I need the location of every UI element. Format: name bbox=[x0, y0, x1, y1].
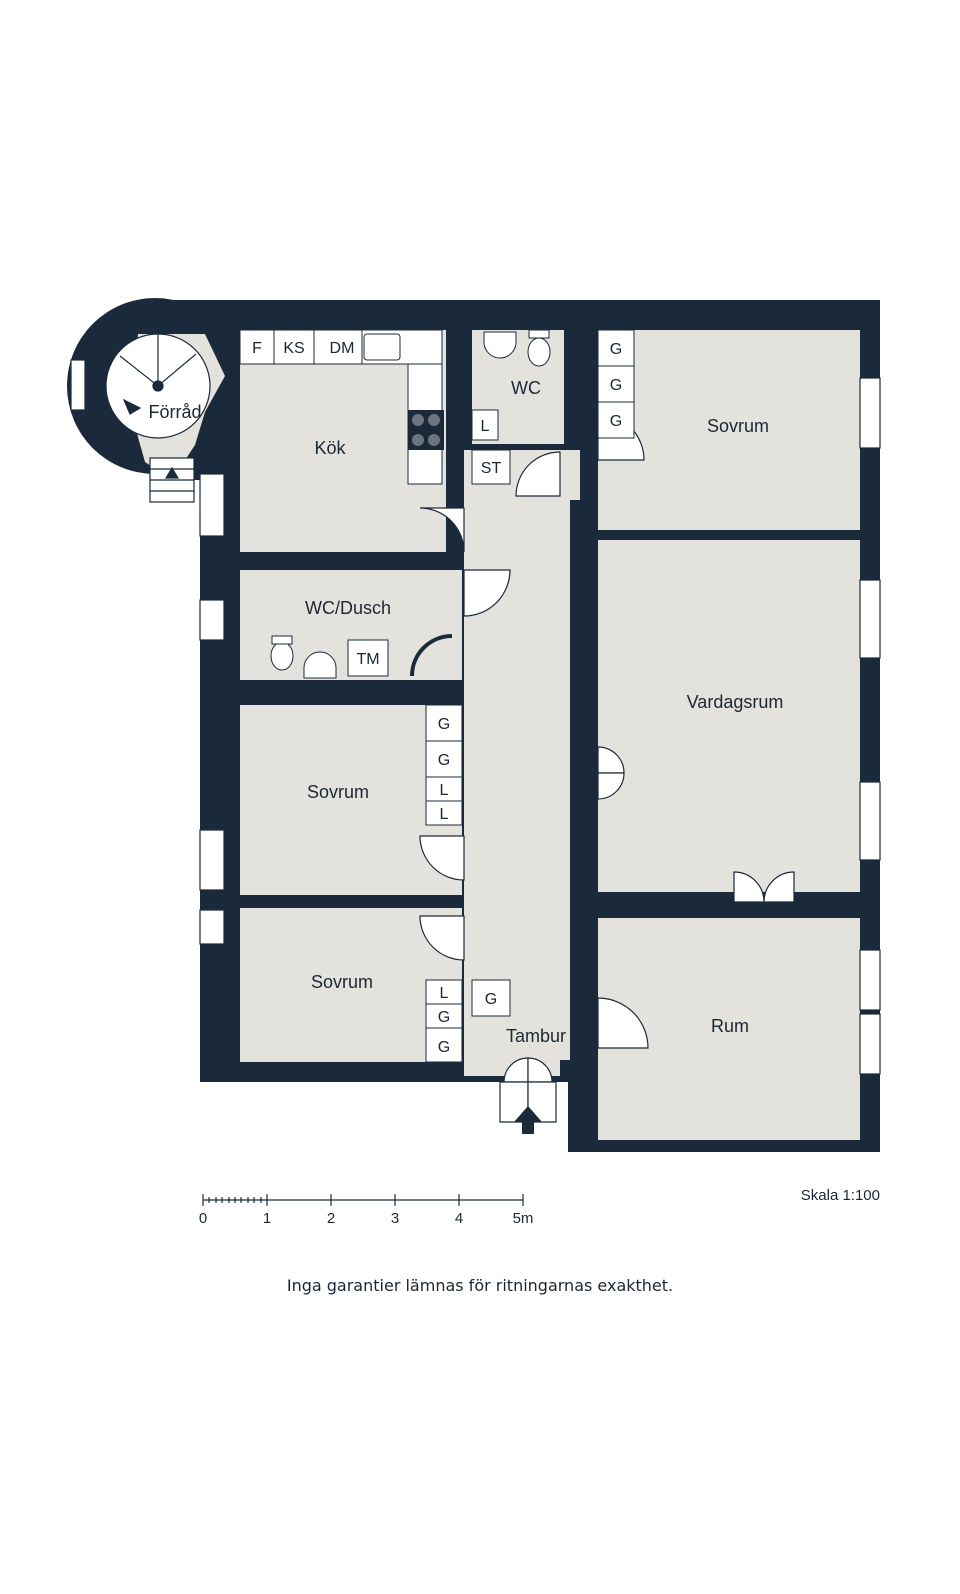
fixture-label-l: L bbox=[481, 418, 490, 435]
door-swing bbox=[515, 451, 561, 497]
scale-tick-3: 3 bbox=[391, 1210, 399, 1227]
shower-curtain bbox=[410, 634, 453, 677]
room-label-kok: Kök bbox=[314, 438, 346, 458]
window bbox=[859, 1013, 881, 1075]
room-label-sovrum-sw: Sovrum bbox=[311, 972, 373, 992]
room-label-sovrum-mid: Sovrum bbox=[307, 782, 369, 802]
door-swing bbox=[597, 997, 649, 1049]
door-swing bbox=[419, 507, 465, 553]
door-swing bbox=[597, 746, 625, 774]
room-label-rum: Rum bbox=[711, 1016, 749, 1036]
room-label-wc-dusch: WC/Dusch bbox=[305, 598, 391, 618]
door-swing bbox=[419, 915, 465, 961]
fixture-label-g: G bbox=[610, 413, 622, 430]
window bbox=[199, 599, 225, 641]
toilet-icon bbox=[270, 329, 551, 671]
fixture-label-st: ST bbox=[481, 460, 502, 477]
fixture-label-dm: DM bbox=[330, 340, 355, 357]
entrance-arrow-icon bbox=[514, 1106, 542, 1134]
room-label-forrad: Förråd bbox=[148, 402, 201, 422]
scale-tick-1: 1 bbox=[263, 1210, 271, 1227]
window bbox=[859, 949, 881, 1011]
window bbox=[199, 473, 225, 537]
room-label-tambur: Tambur bbox=[506, 1026, 566, 1046]
door-swing bbox=[597, 772, 625, 800]
fixture-label-f: F bbox=[252, 340, 262, 357]
fixture-label-g: G bbox=[610, 341, 622, 358]
room-label-wc: WC bbox=[511, 378, 541, 398]
door-swing bbox=[419, 835, 465, 881]
fixture-label-l: L bbox=[440, 985, 449, 1002]
scale-tick-0: 0 bbox=[199, 1210, 207, 1227]
scale-tick-2: 2 bbox=[327, 1210, 335, 1227]
fixture-label-l: L bbox=[440, 806, 449, 823]
fixture-label-tm: TM bbox=[356, 651, 379, 668]
door-swing bbox=[763, 871, 795, 903]
scale-bar bbox=[202, 1194, 524, 1206]
scale-label: Skala 1:100 bbox=[801, 1187, 880, 1204]
window bbox=[859, 579, 881, 659]
fixture-boxes bbox=[239, 329, 401, 365]
fixture-label-g: G bbox=[610, 377, 622, 394]
room-label-sovrum-ne: Sovrum bbox=[707, 416, 769, 436]
stove-icon bbox=[408, 410, 444, 450]
window bbox=[859, 377, 881, 449]
sink-icon bbox=[303, 331, 517, 679]
fixture-label-g: G bbox=[438, 1039, 450, 1056]
window bbox=[199, 829, 225, 891]
spiral-stair-icon bbox=[105, 333, 211, 439]
scale-tick-5m: 5m bbox=[513, 1210, 534, 1227]
fixture-label-l: L bbox=[440, 782, 449, 799]
fixture-label-g: G bbox=[438, 716, 450, 733]
door-swing bbox=[463, 569, 511, 617]
scale-tick-4: 4 bbox=[455, 1210, 463, 1227]
window bbox=[859, 781, 881, 861]
door-swing bbox=[503, 1057, 529, 1083]
room-label-vardagsrum: Vardagsrum bbox=[687, 692, 784, 712]
window bbox=[199, 909, 225, 945]
fixture-label-g: G bbox=[485, 991, 497, 1008]
floors bbox=[132, 330, 860, 1140]
disclaimer-text: Inga garantier lämnas för ritningarnas e… bbox=[286, 1276, 674, 1295]
door-swing bbox=[527, 1057, 553, 1083]
window bbox=[70, 359, 86, 411]
windows bbox=[70, 359, 881, 1075]
fixture-label-g: G bbox=[438, 1009, 450, 1026]
fixture-label-ks: KS bbox=[283, 340, 304, 357]
exterior-steps bbox=[149, 457, 195, 503]
fixture-label-g: G bbox=[438, 752, 450, 769]
closet-boxes bbox=[347, 329, 635, 1063]
